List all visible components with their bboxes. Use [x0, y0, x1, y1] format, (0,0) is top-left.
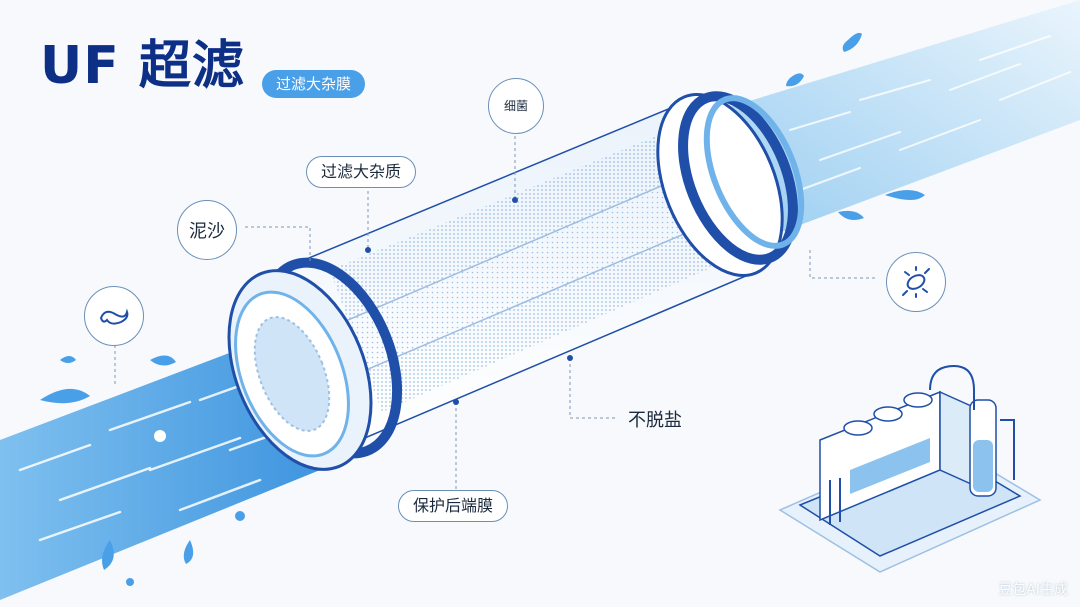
bacteria-label: 细菌 — [503, 99, 528, 113]
end-cap-outlet — [656, 91, 805, 277]
uf-membrane-cartridge — [227, 91, 805, 471]
leader-dots — [365, 197, 573, 405]
end-cap-inlet — [227, 257, 403, 471]
water-outflow — [720, 0, 1080, 240]
callout-protect-membrane: 保护后端膜 — [398, 490, 509, 522]
callout-microbe — [886, 252, 946, 312]
callout-large-impurities: 过滤大杂质 — [306, 156, 417, 188]
watermark: 豆包AI生成 — [998, 582, 1068, 598]
subtitle-badge: 过滤大杂膜 — [262, 70, 366, 98]
sediment-label: 泥沙 — [189, 221, 225, 242]
callout-sediment: 泥沙 — [177, 200, 237, 260]
large-impurities-label: 过滤大杂质 — [321, 162, 402, 181]
callout-bacteria: 细菌 — [488, 78, 544, 134]
microbe-icon — [902, 266, 930, 298]
callout-parasite — [84, 286, 144, 346]
parasite-icon — [99, 308, 129, 325]
membrane-fibers — [330, 118, 752, 412]
page-title: UF 超滤 — [40, 36, 245, 96]
leader-lines — [114, 130, 876, 490]
protect-membrane-label: 保护后端膜 — [413, 496, 494, 515]
no-desalination-label: 不脱盐 — [628, 410, 682, 431]
water-treatment-plant — [778, 364, 1042, 573]
